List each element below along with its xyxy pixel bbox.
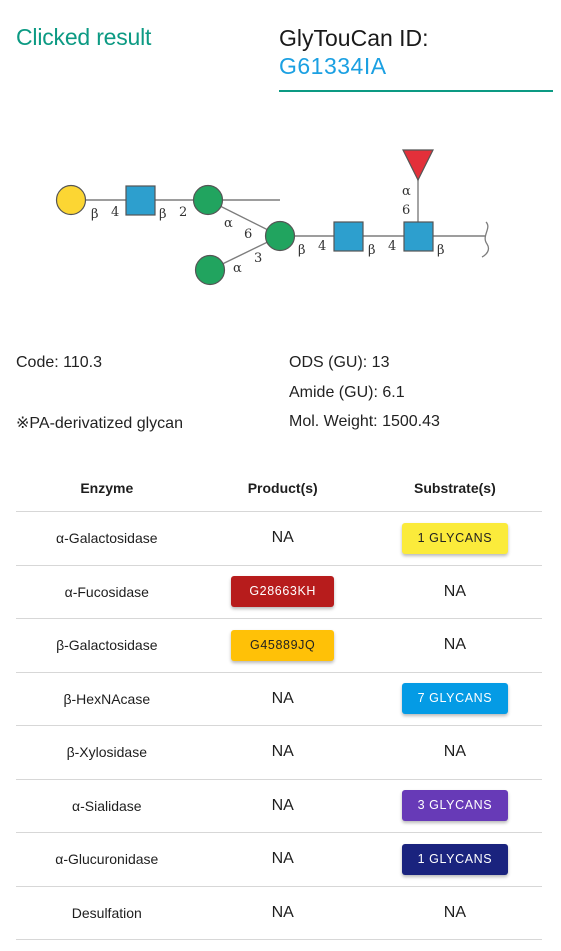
enzyme-name: α-Sialidase bbox=[16, 779, 198, 833]
link-label-gal-pos: 4 bbox=[111, 205, 119, 220]
table-header-row: Enzyme Product(s) Substrate(s) bbox=[16, 465, 542, 512]
fucose-icon bbox=[402, 149, 434, 182]
glytoucan-block: GlyTouCan ID: G61334IA bbox=[279, 24, 553, 92]
enzyme-name: α-Fucosidase bbox=[16, 565, 198, 619]
product-value: NA bbox=[197, 725, 368, 780]
link-label-upper-man-pos: 6 bbox=[244, 227, 252, 242]
substrate-value: NA bbox=[367, 565, 542, 619]
table-row: α-Galactosidase NA 1 GLYCANS bbox=[16, 511, 542, 566]
table-row: β-Xylosidase NA NA bbox=[16, 725, 542, 780]
product-value: NA bbox=[197, 779, 368, 833]
substrate-value: NA bbox=[367, 886, 542, 940]
table-row: α-Sialidase NA 3 GLYCANS bbox=[16, 779, 542, 833]
link-label-lower-man-anomer: α bbox=[233, 261, 242, 276]
glcnac-icon bbox=[403, 221, 434, 252]
substrate-value: NA bbox=[367, 618, 542, 673]
product-value: NA bbox=[197, 511, 368, 566]
substrate-value: NA bbox=[367, 725, 542, 780]
link-label-gn-pos: 2 bbox=[179, 205, 187, 220]
substrate-glycans-button[interactable]: 7 GLYCANS bbox=[401, 683, 508, 715]
mannose-icon bbox=[194, 254, 226, 286]
mannose-icon bbox=[264, 220, 296, 252]
glcnac-icon bbox=[125, 185, 156, 216]
link-label-gn1-pos: 4 bbox=[388, 239, 396, 254]
enzyme-name: β-HexNAcase bbox=[16, 672, 198, 726]
product-value: NA bbox=[197, 832, 368, 887]
substrate-glycans-button[interactable]: 1 GLYCANS bbox=[401, 522, 508, 554]
header-products: Product(s) bbox=[197, 465, 368, 512]
enzyme-table: Enzyme Product(s) Substrate(s) α-Galacto… bbox=[16, 465, 542, 940]
link-label-core-man-pos: 4 bbox=[318, 239, 326, 254]
table-row: Desulfation NA NA bbox=[16, 886, 542, 940]
link-label-core-man-anomer: β bbox=[298, 243, 306, 258]
code-label: Code: 110.3 bbox=[16, 354, 102, 371]
product-value: NA bbox=[197, 886, 368, 940]
enzyme-name: β-Xylosidase bbox=[16, 725, 198, 780]
table-row: α-Glucuronidase NA 1 GLYCANS bbox=[16, 832, 542, 887]
link-label-upper-man-anomer: α bbox=[224, 216, 233, 231]
product-id-button[interactable]: G28663KH bbox=[231, 576, 335, 608]
glcnac-icon bbox=[333, 221, 364, 252]
link-label-gn2-anomer: β bbox=[437, 243, 445, 258]
substrate-glycans-button[interactable]: 3 GLYCANS bbox=[401, 790, 508, 822]
glycan-structure-diagram: β 4 β 2 α 6 α 3 β 4 β 4 β α 6 bbox=[55, 149, 490, 286]
pa-derivatized-note: ※PA-derivatized glycan bbox=[16, 415, 183, 432]
link-label-gn1-anomer: β bbox=[368, 243, 376, 258]
enzyme-name: Desulfation bbox=[16, 886, 198, 940]
header-substrates: Substrate(s) bbox=[367, 465, 542, 512]
enzyme-name: α-Glucuronidase bbox=[16, 832, 198, 887]
product-value: NA bbox=[197, 672, 368, 726]
enzyme-name: β-Galactosidase bbox=[16, 618, 198, 673]
mannose-icon bbox=[192, 184, 224, 216]
header-enzyme: Enzyme bbox=[16, 465, 198, 512]
glytoucan-label: GlyTouCan ID: bbox=[279, 25, 429, 51]
link-label-gal-anomer: β bbox=[91, 207, 99, 222]
substrate-glycans-button[interactable]: 1 GLYCANS bbox=[401, 843, 508, 875]
galactose-icon bbox=[55, 184, 87, 216]
product-id-button[interactable]: G45889JQ bbox=[231, 629, 335, 661]
link-label-fuc-anomer: α bbox=[402, 184, 411, 199]
amide-gu-label: Amide (GU): 6.1 bbox=[289, 384, 405, 401]
table-row: β-Galactosidase G45889JQ NA bbox=[16, 618, 542, 673]
glytoucan-id-link[interactable]: G61334IA bbox=[279, 53, 387, 79]
mol-weight-label: Mol. Weight: 1500.43 bbox=[289, 413, 440, 430]
page-title: Clicked result bbox=[16, 24, 152, 50]
link-label-gn-anomer: β bbox=[159, 207, 167, 222]
link-label-fuc-pos: 6 bbox=[402, 203, 410, 218]
table-row: β-HexNAcase NA 7 GLYCANS bbox=[16, 672, 542, 726]
enzyme-name: α-Galactosidase bbox=[16, 511, 198, 566]
ods-gu-label: ODS (GU): 13 bbox=[289, 354, 390, 371]
link-label-lower-man-pos: 3 bbox=[254, 251, 262, 266]
table-row: α-Fucosidase G28663KH NA bbox=[16, 565, 542, 619]
